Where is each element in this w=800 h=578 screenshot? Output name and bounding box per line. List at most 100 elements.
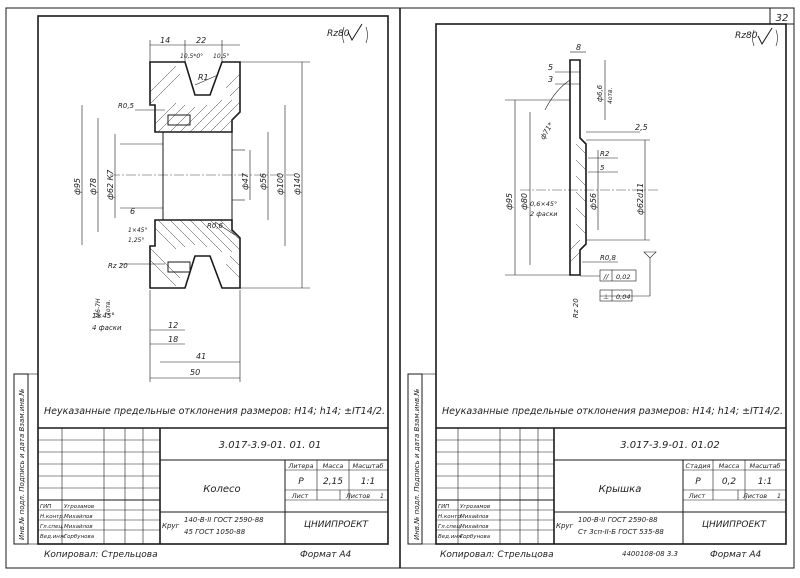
rdim-25: 2,5	[635, 123, 648, 132]
right-col-scale: Масштаб	[750, 462, 781, 470]
left-title-block	[38, 427, 388, 544]
rdim-dia80: ф80	[520, 193, 529, 210]
wheel-hatch-lower	[149, 219, 241, 287]
svg-text:Михайлов: Михайлов	[460, 524, 489, 530]
svg-text:Вед.инж.: Вед.инж.	[40, 534, 67, 540]
left-col-scale: Масштаб	[353, 462, 384, 470]
svg-text:Вед.инж.: Вед.инж.	[438, 534, 465, 540]
dim-22: 22	[196, 36, 206, 45]
rdim-5b: 5	[600, 164, 605, 172]
right-sheet-label: Лист	[688, 492, 706, 500]
dim-14: 14	[160, 36, 170, 45]
left-scale: 1:1	[361, 477, 375, 487]
thread-hole-lower	[167, 261, 191, 273]
rdim-dia62: ф62d11	[636, 183, 645, 215]
svg-text:Горбунова: Горбунова	[460, 534, 491, 540]
left-roughness-brackets	[342, 26, 368, 44]
rdim-dia95: ф95	[505, 193, 514, 210]
dim-r06: R0,6	[207, 222, 224, 230]
svg-text:ГИП: ГИП	[40, 504, 51, 510]
right-note: Неуказанные предельные отклонения размер…	[442, 406, 783, 417]
left-sheets-label: Листов	[345, 492, 370, 500]
right-sheets-label: Листов	[742, 492, 767, 500]
right-sheet: Инв.№ подл. Подпись и дата Взам.инв.№ Rz…	[407, 23, 787, 560]
left-material-line2: 45 ГОСТ 1050-88	[184, 528, 246, 536]
rdim-ch: 0,6×45°	[530, 200, 557, 208]
dim-105a: 10,5*0°	[180, 53, 203, 60]
left-side-text: Инв.№ подл. Подпись и дата Взам.инв.№	[18, 388, 26, 540]
right-side-strip-2	[421, 373, 437, 545]
left-part-name: Колесо	[203, 484, 240, 495]
dim-rz20: Rz 20	[108, 262, 128, 270]
right-copied: Копировал: Стрельцова	[440, 550, 554, 560]
rdim-dia66: ф6,6	[596, 84, 604, 102]
left-col-mass: Масса	[323, 462, 344, 470]
left-roughness: Rz80	[327, 29, 350, 39]
left-litera: Р	[298, 477, 304, 487]
svg-text:Горбунова: Горбунова	[64, 534, 95, 540]
svg-text:Михайлов: Михайлов	[64, 524, 93, 530]
svg-text:Михайлов: Михайлов	[460, 514, 489, 520]
cover-section: // ⊥	[505, 51, 660, 302]
right-litera: Р	[695, 477, 701, 487]
dim-dia140: ф140	[293, 173, 302, 195]
page-number: 32	[776, 13, 789, 24]
tolerance-frame-1	[599, 269, 637, 282]
right-side-text: Инв.№ подл. Подпись и дата Взам.инв.№	[413, 388, 421, 540]
left-sheet-label: Лист	[291, 492, 309, 500]
dim-18: 18	[168, 335, 178, 344]
svg-text:Угрозамов: Угрозамов	[64, 504, 94, 510]
svg-text:Угрозамов: Угрозамов	[460, 504, 490, 510]
left-format: Формат А4	[300, 550, 352, 560]
right-org: ЦНИИПРОЕКТ	[702, 520, 768, 530]
dim-r05: R0,5	[118, 102, 135, 110]
rdim-tol1: 0,02	[616, 273, 630, 281]
right-scale: 1:1	[758, 477, 772, 487]
rdim-3: 3	[548, 75, 553, 84]
svg-text:Н.контр.: Н.контр.	[438, 514, 463, 520]
rdim-rz20: Rz 20	[572, 298, 580, 318]
left-note: Неуказанные предельные отклонения размер…	[44, 406, 385, 417]
left-material-prefix: Круг	[162, 522, 180, 530]
dim-6: 6	[130, 207, 135, 216]
datum-triangle	[643, 251, 657, 259]
left-inner-frame	[37, 15, 389, 545]
rdim-tol2: 0,04	[616, 293, 630, 301]
dim-50: 50	[190, 368, 200, 377]
left-mass: 2,15	[323, 477, 343, 487]
wheel-rim-upper	[149, 61, 241, 133]
rdim-r2: R2	[600, 150, 610, 158]
dim-m6b: 7отв.	[105, 299, 112, 316]
dim-ch1: 1×45°	[128, 227, 147, 234]
right-roughness-check-icon	[757, 27, 773, 46]
dim-105b: 10,5°	[213, 53, 229, 60]
right-stamp: 4400108-08 3.3	[622, 550, 678, 558]
thread-hole-upper	[167, 114, 191, 126]
rdim-angle: ф71*	[539, 121, 555, 141]
right-doc-code: 3.017-3.9-01. 01.02	[620, 440, 719, 451]
left-material-line1: 140-В-II ГОСТ 2590-88	[184, 516, 264, 524]
wheel-rim-lower	[149, 219, 241, 289]
rdim-4holes: 4отв.	[607, 87, 614, 104]
wheel-bore	[162, 131, 233, 221]
right-material-line2: Ст 3сп-II-Б ГОСТ 535-88	[578, 528, 664, 536]
dim-dia47: ф47	[241, 172, 250, 190]
right-material-prefix: Круг	[556, 522, 574, 530]
left-col-litera: Литера	[287, 462, 313, 470]
left-side-strip-2	[27, 373, 39, 545]
dim-dia56: ф56	[259, 173, 268, 190]
left-doc-code: 3.017-3.9-01. 01. 01	[219, 440, 322, 451]
right-col-stage: Стадия	[686, 462, 711, 470]
rdim-dia56: ф56	[589, 193, 598, 210]
right-format: Формат А4	[710, 550, 762, 560]
dim-ch2: 1×45°	[92, 312, 115, 320]
cover-profile	[569, 59, 587, 276]
right-sheets-count: 1	[777, 492, 781, 500]
right-col-mass: Масса	[719, 462, 740, 470]
right-mass: 0,2	[722, 477, 737, 487]
left-sheet: Инв.№ подл. Подпись и дата Взам.инв.№ Rz…	[13, 15, 389, 560]
dim-12: 12	[168, 321, 178, 330]
parallel-icon: //	[603, 273, 609, 281]
